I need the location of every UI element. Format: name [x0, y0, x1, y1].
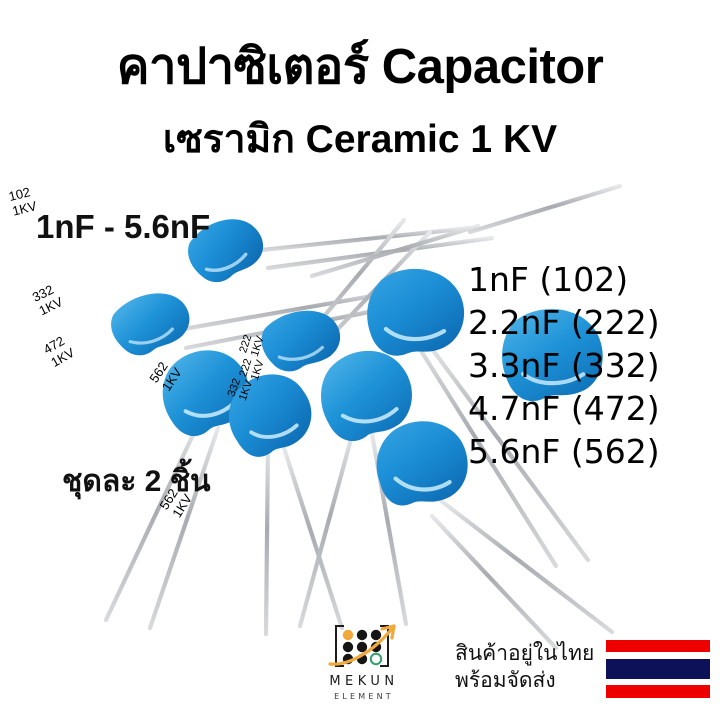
capacitor-body: [188, 219, 264, 283]
value-list-item: 3.3nF (332): [468, 346, 660, 385]
capacitor-body: [228, 374, 312, 457]
capacitor-body: [321, 350, 412, 441]
value-list-item: 4.7nF (472): [468, 389, 660, 428]
flag-stripe-red-bottom: [606, 685, 710, 698]
capacitor-body: [261, 310, 341, 372]
shipping-note: สินค้าอยู่ในไทย พร้อมจัดส่ง: [455, 640, 594, 694]
flag-stripe-red-top: [606, 640, 710, 653]
logo-tagline: ELEMENT: [334, 692, 394, 701]
value-list-item: 5.6nF (562): [468, 432, 660, 471]
logo-mark-icon: [328, 624, 396, 667]
capacitor-body: [502, 309, 603, 402]
value-list-item: 1nF (102): [468, 260, 629, 299]
flag-stripe-navy: [606, 658, 710, 679]
thai-flag-icon: [606, 640, 710, 704]
shipping-note-line1: สินค้าอยู่ในไทย: [455, 642, 595, 665]
capacitor-body: [367, 268, 465, 356]
quantity-note: ชุดละ 2 ชิ้น: [62, 465, 211, 498]
capacitor-body: [376, 421, 468, 506]
capacitance-value-list: 1nF (102) 2.2nF (222) 3.3nF (332) 4.7nF …: [468, 258, 660, 473]
logo-wordmark: MEKUN: [329, 674, 399, 689]
page-title: คาปาซิเตอร์ Capacitor: [116, 40, 604, 94]
value-list-item: 2.2nF (222): [468, 303, 660, 342]
page-subtitle: เซรามิก Ceramic 1 KV: [162, 118, 558, 161]
flag-stripe-white-top: [606, 652, 710, 659]
brand-logo: MEKUN ELEMENT: [318, 618, 410, 710]
flag-stripe-white-bottom: [606, 678, 710, 686]
capacitor-body: [111, 293, 190, 356]
shipping-note-line2: พร้อมจัดส่ง: [455, 669, 556, 692]
capacitance-range-label: 1nF - 5.6nF: [36, 208, 211, 245]
